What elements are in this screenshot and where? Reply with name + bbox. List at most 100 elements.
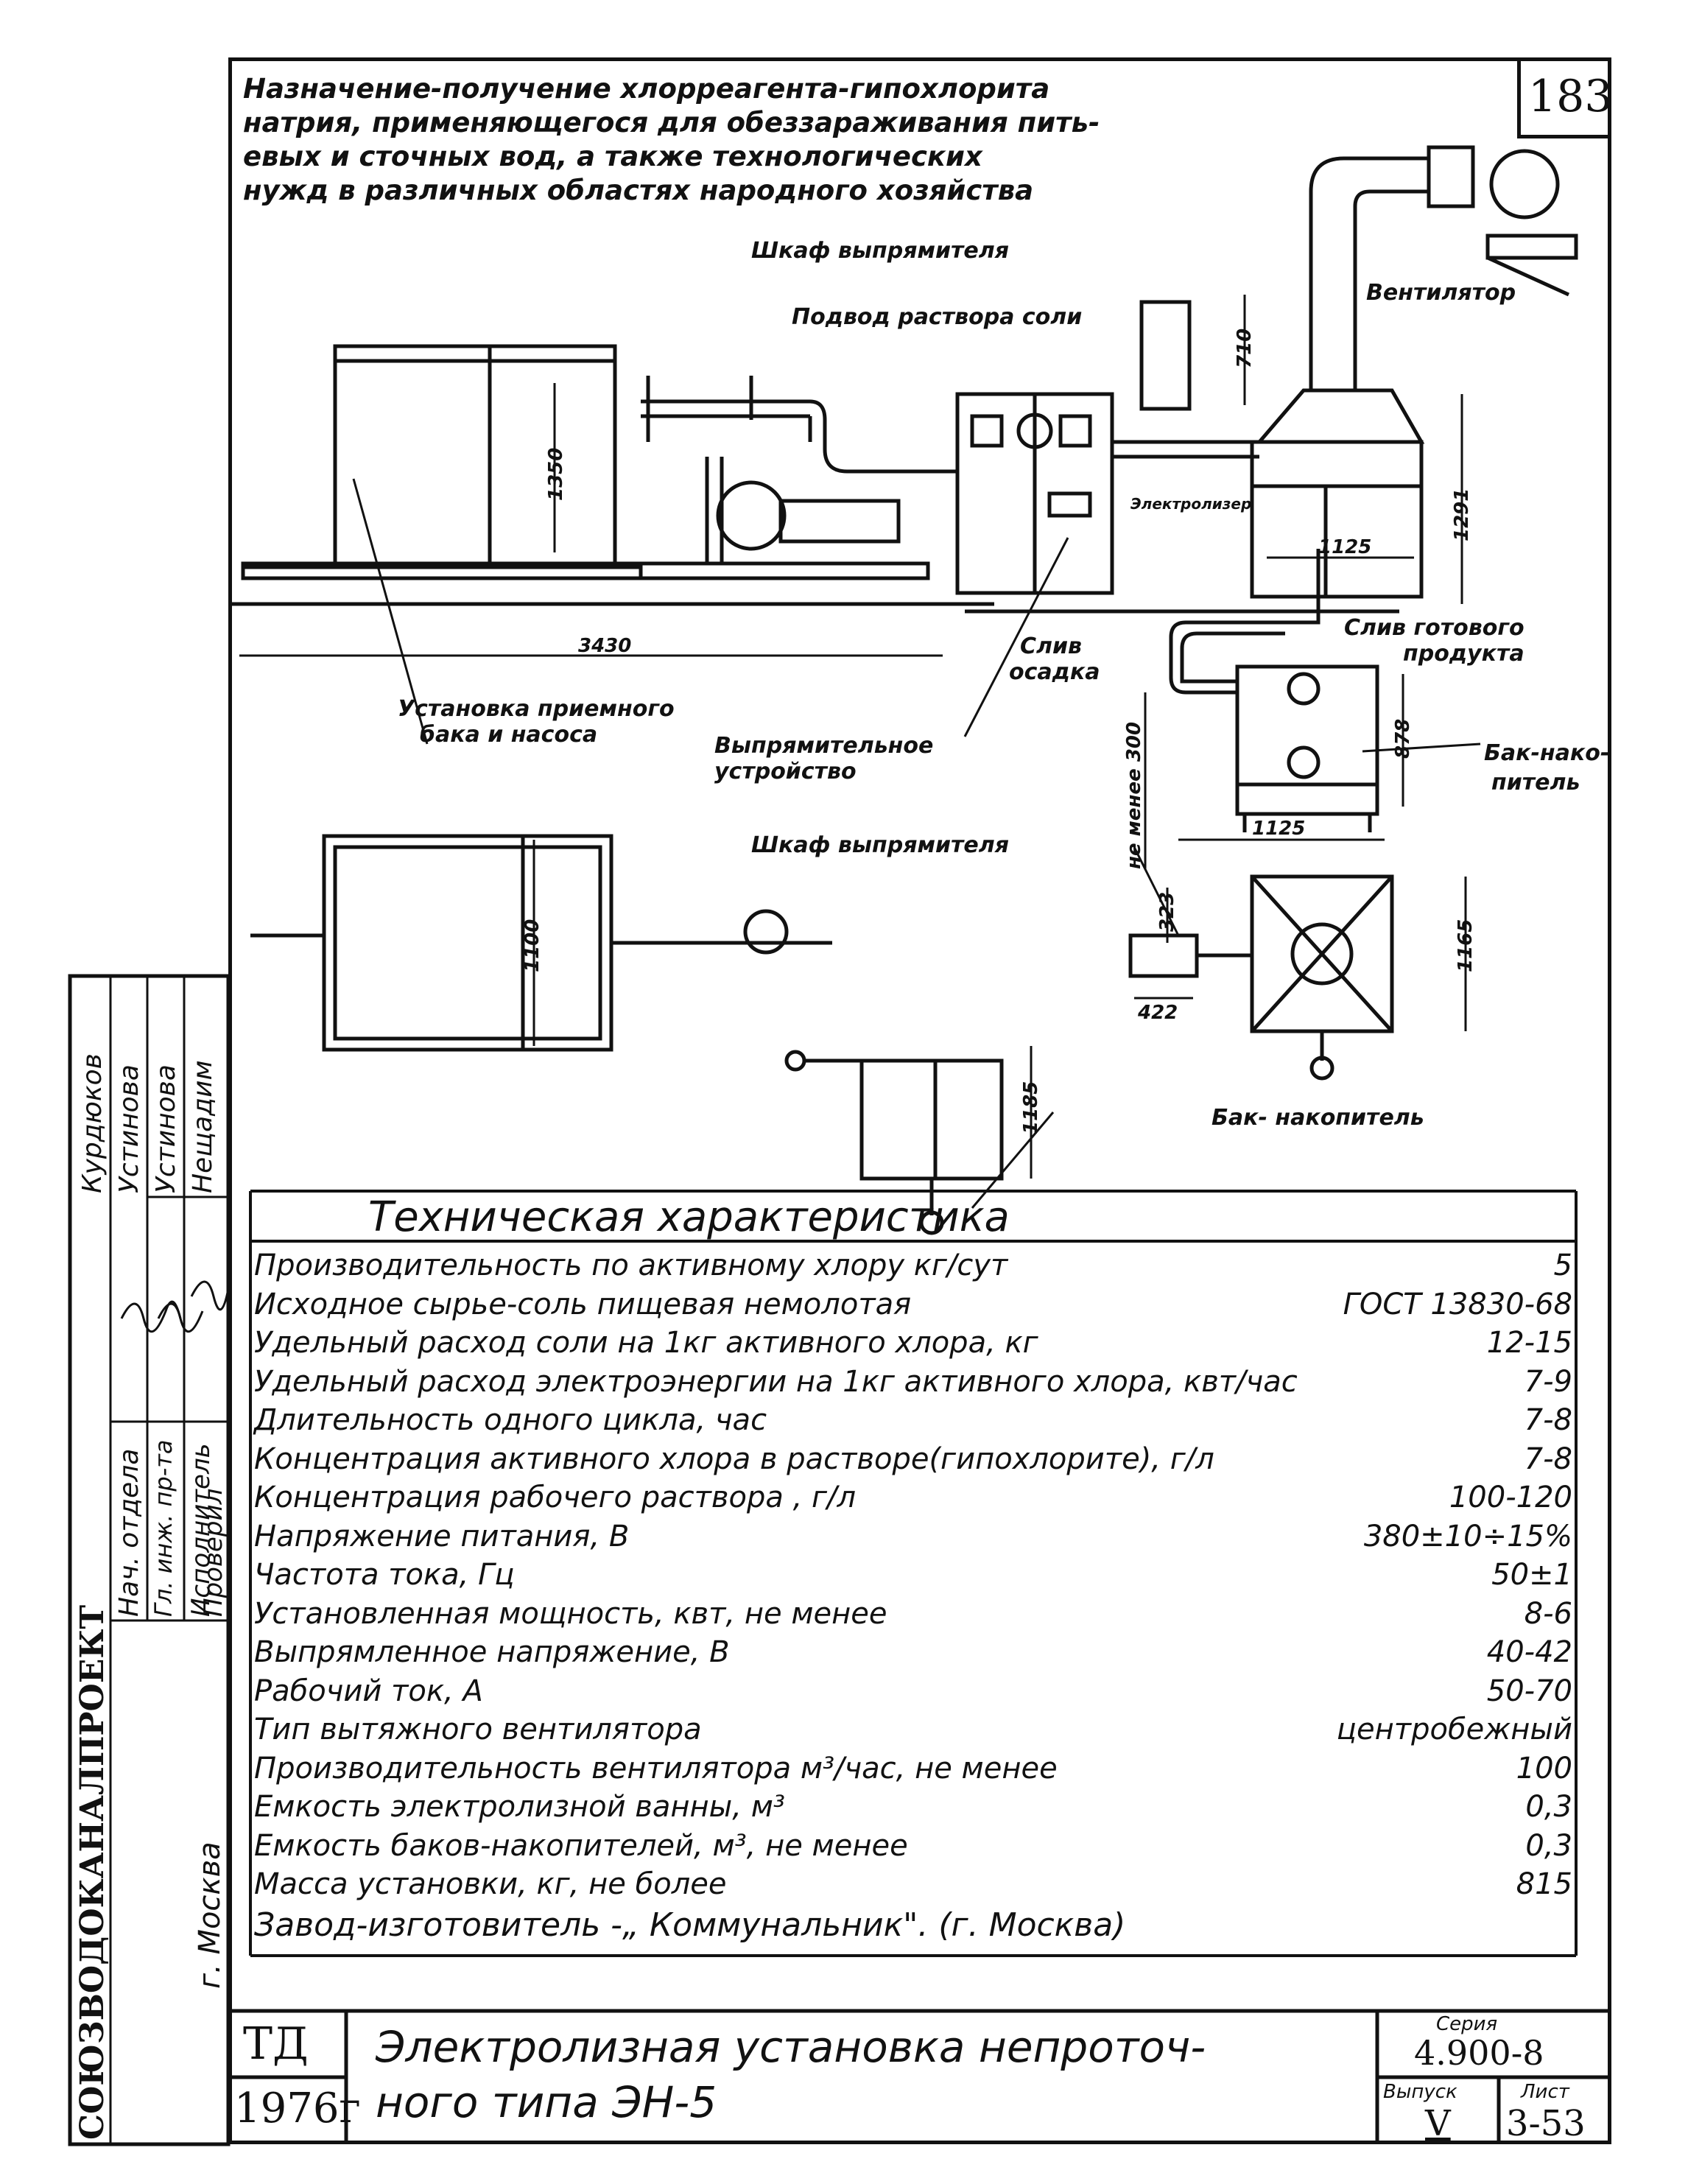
label-salt-supply: Подвод раствора соли [792, 304, 1083, 330]
spec-key: Завод-изготовитель -„ Коммунальник". (г.… [254, 1906, 1126, 1944]
spec-row: Производительность вентилятора м³/час, н… [254, 1752, 1572, 1788]
stamp-name-3: Устинова [151, 1064, 181, 1193]
spec-key: Производительность по активному хлору кг… [254, 1249, 1008, 1282]
stamp-name-1: Курдюков [77, 1053, 108, 1193]
spec-row: Рабочий ток, А 50-70 [254, 1674, 1572, 1711]
spec-row: Емкость баков-накопителей, м³, не менее 0… [254, 1829, 1572, 1866]
rectifier-device [955, 392, 1114, 595]
stamp-series-label: Серия [1436, 2013, 1498, 2035]
spec-value: 0,3 [1525, 1828, 1572, 1863]
spec-value: 815 [1516, 1867, 1572, 1901]
spec-key: Исходное сырье-соль пищевая немолотая [254, 1287, 912, 1321]
stamp-sheet-label: Лист [1521, 2081, 1569, 2103]
stamp-role-2: Гл. инж. пр-та [150, 1439, 177, 1617]
spec-value: 50±1 [1491, 1558, 1572, 1592]
label-storage-tank-side-2: питель [1491, 770, 1580, 796]
spec-value: 380±10÷15% [1363, 1519, 1572, 1553]
sheet-number-box [1517, 57, 1611, 138]
spec-value: 7-8 [1524, 1442, 1572, 1476]
receiving-tank-plan [250, 834, 832, 1052]
spec-row: Производительность по активному хлору кг… [254, 1249, 1572, 1285]
spec-row: Концентрация активного хлора в растворе(… [254, 1442, 1572, 1479]
dim-1125a: 1125 [1318, 536, 1372, 558]
label-rectifier-cabinet-plan: Шкаф выпрямителя [751, 832, 1009, 858]
label-sludge-drain-2: осадка [1009, 659, 1100, 685]
spec-key: Установленная мощность, квт, не менее [254, 1596, 887, 1631]
dim-1125b: 1125 [1252, 818, 1306, 840]
spec-key: Масса установки, кг, не более [254, 1867, 727, 1901]
dim-878: 878 [1392, 718, 1414, 759]
stamp-title-line1: Электролизная установка непроточ- [376, 2022, 1206, 2072]
spec-key: Удельный расход электроэнергии на 1кг ак… [254, 1364, 1298, 1399]
receiving-tank-side [241, 344, 643, 580]
dim-1185: 1185 [1020, 1081, 1042, 1134]
spec-value: 5 [1553, 1249, 1572, 1282]
dim-1291: 1291 [1451, 488, 1473, 541]
spec-row: Выпрямленное напряжение, В 40-42 [254, 1635, 1572, 1672]
label-product-drain-1: Слив готового [1344, 615, 1525, 641]
label-receiving-tank-1: Установка приемного [398, 696, 675, 722]
dim-323: 323 [1156, 891, 1178, 932]
spec-title: Техническая характеристика [368, 1193, 1010, 1241]
electrolyzer [1250, 361, 1425, 599]
label-rectifier-device-1: Выпрямительное [714, 733, 934, 759]
spec-row: Удельный расход электроэнергии на 1кг ак… [254, 1365, 1572, 1402]
sheet-number: 183 [1528, 71, 1613, 122]
label-receiving-tank-2: бака и насоса [420, 722, 598, 748]
spec-key: Рабочий ток, А [254, 1674, 483, 1708]
spec-key: Концентрация рабочего раствора , г/л [254, 1481, 857, 1514]
spec-key: Выпрямленное напряжение, В [254, 1635, 730, 1669]
spec-row: Установленная мощность, квт, не менее 8-6 [254, 1597, 1572, 1634]
stamp-city: г. Москва [193, 1841, 227, 1989]
dim-3430: 3430 [578, 635, 632, 657]
spec-key: Напряжение питания, В [254, 1519, 630, 1553]
label-sludge-drain-1: Слив [1020, 633, 1082, 659]
label-storage-tank-plan: Бак- накопитель [1212, 1105, 1424, 1131]
spec-value: 8-6 [1524, 1596, 1572, 1631]
spec-row: Концентрация рабочего раствора , г/л 100-… [254, 1481, 1572, 1517]
spec-row: Масса установки, кг, не более 815 [254, 1867, 1572, 1904]
spec-row: Удельный расход соли на 1кг активного хл… [254, 1326, 1572, 1363]
spec-value: 12-15 [1486, 1326, 1572, 1360]
spec-value: 7-9 [1524, 1364, 1572, 1399]
spec-value: 7-8 [1524, 1403, 1572, 1437]
label-storage-tank-side-1: Бак-нако- [1484, 740, 1610, 766]
stamp-series-value: 4.900-8 [1414, 2033, 1544, 2073]
spec-key: Тип вытяжного вентилятора [254, 1713, 702, 1746]
label-product-drain-2: продукта [1403, 641, 1525, 667]
purpose-text: Назначение-получение хлорреагента-гипохл… [243, 73, 1100, 206]
spec-key: Концентрация активного хлора в растворе(… [254, 1442, 1214, 1476]
stamp-name-4: Нещадим [188, 1060, 218, 1193]
spec-key: Удельный расход соли на 1кг активного хл… [254, 1326, 1038, 1360]
dim-1350: 1350 [545, 447, 567, 501]
spec-key: Емкость баков-накопителей, м³, не менее [254, 1828, 908, 1863]
stamp-title-line2: ного типа ЭН-5 [376, 2077, 717, 2127]
label-electrolyzer: Электролизер [1130, 495, 1252, 513]
plan-cabinet-electrolyzer [1128, 874, 1394, 1081]
label-rectifier-device-2: устройство [714, 759, 857, 784]
spec-key: Длительность одного цикла, час [254, 1403, 767, 1437]
dim-1100: 1100 [521, 919, 544, 972]
spec-value: 40-42 [1486, 1635, 1572, 1669]
stamp-issue-value: V [1425, 2103, 1451, 2144]
dim-1165: 1165 [1455, 919, 1477, 972]
stamp-td: ТД [243, 2018, 309, 2070]
spec-value: 0,3 [1525, 1790, 1572, 1824]
spec-value: 100-120 [1449, 1481, 1572, 1514]
rectifier-cabinet-side [1112, 300, 1259, 459]
spec-key: Производительность вентилятора м³/час, н… [254, 1751, 1058, 1786]
label-rectifier-cabinet-top: Шкаф выпрямителя [751, 238, 1009, 264]
spec-row: Завод-изготовитель -„ Коммунальник". (г.… [254, 1906, 1572, 1944]
spec-value: 50-70 [1486, 1674, 1572, 1708]
stamp-role-1: Нач. отдела [114, 1448, 144, 1617]
label-min-300: не менее 300 [1123, 721, 1145, 869]
stamp-org: СОЮЗВОДОКАНАЛПРОЕКТ [74, 1604, 111, 2140]
spec-row: Напряжение питания, В 380±10÷15% [254, 1520, 1572, 1556]
pump-assembly [639, 376, 957, 580]
stamp-sheet-value: 3-53 [1506, 2103, 1586, 2144]
fan-duct [1309, 145, 1578, 361]
